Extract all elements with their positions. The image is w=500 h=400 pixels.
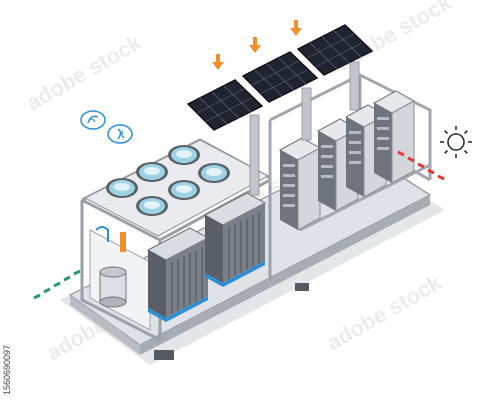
eco-icons: [80, 110, 133, 144]
stock-id-label: 1560690097: [2, 344, 12, 395]
solar-panel-icon: [186, 79, 264, 131]
cooling-fan-icon: [168, 180, 200, 200]
water-tank: [89, 226, 151, 331]
arrow-down-icon: [290, 20, 302, 36]
arrow-down-icon: [212, 54, 224, 70]
server-rack: [372, 90, 416, 184]
cold-flow-indicator: [33, 269, 81, 300]
sun-icon: [440, 126, 472, 158]
platform-foot-left: [154, 350, 174, 360]
cooling-fan-icon: [168, 145, 200, 165]
cooling-unit-left: [146, 227, 210, 322]
server-rack: [278, 137, 322, 231]
leaf-icon: [80, 110, 106, 130]
pipe-icon: [95, 226, 109, 242]
server-rack-group: [278, 90, 416, 231]
cooling-fan-icon: [136, 162, 168, 182]
cooling-unit-right: [203, 192, 267, 287]
cooling-fan-icon: [136, 196, 168, 216]
cooling-fan-group: [106, 145, 230, 216]
cooling-fan-icon: [106, 178, 138, 198]
arrow-down-icon: [249, 37, 261, 53]
solar-panel-group: [186, 24, 374, 131]
energy-arrows: [212, 20, 302, 70]
valve-accent: [120, 232, 126, 252]
solar-posts: [249, 61, 360, 196]
solar-panel-icon: [241, 51, 319, 103]
platform-foot-mid: [295, 283, 309, 291]
wind-icon: [107, 124, 133, 144]
cooling-fan-icon: [198, 163, 230, 183]
heat-flow-indicator: [397, 150, 445, 181]
solar-panel-icon: [296, 24, 374, 76]
